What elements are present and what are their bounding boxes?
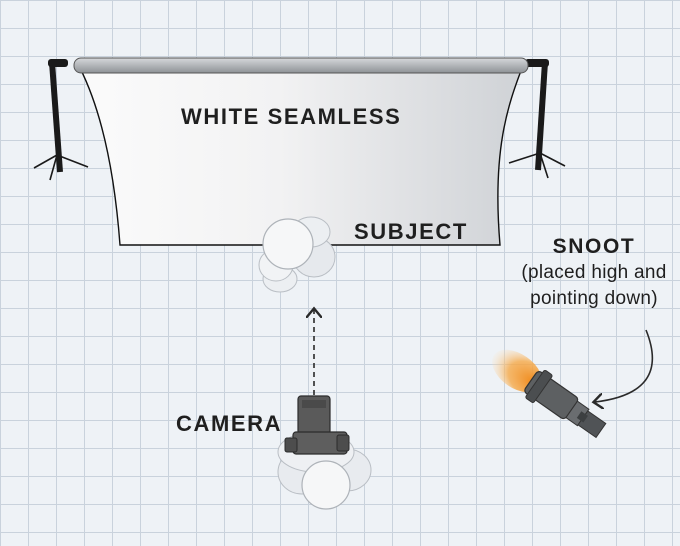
snoot-pointer-arrow — [595, 329, 654, 402]
camera-label: CAMERA — [176, 411, 283, 436]
left-backdrop-stand — [33, 59, 89, 181]
right-backdrop-stand — [508, 59, 566, 179]
subject-label: SUBJECT — [354, 219, 468, 244]
backdrop-label: WHITE SEAMLESS — [181, 104, 402, 129]
snoot-note: (placed high and pointing down) — [521, 262, 667, 309]
snoot-light-icon — [492, 349, 607, 439]
snoot-label: SNOOT — [552, 235, 636, 258]
camera-icon — [277, 395, 372, 510]
snoot-callout: SNOOT (placed high and pointing down) — [519, 233, 669, 312]
seamless-paper — [78, 67, 524, 246]
backdrop-roll — [73, 57, 529, 74]
subject-figure — [258, 216, 336, 293]
